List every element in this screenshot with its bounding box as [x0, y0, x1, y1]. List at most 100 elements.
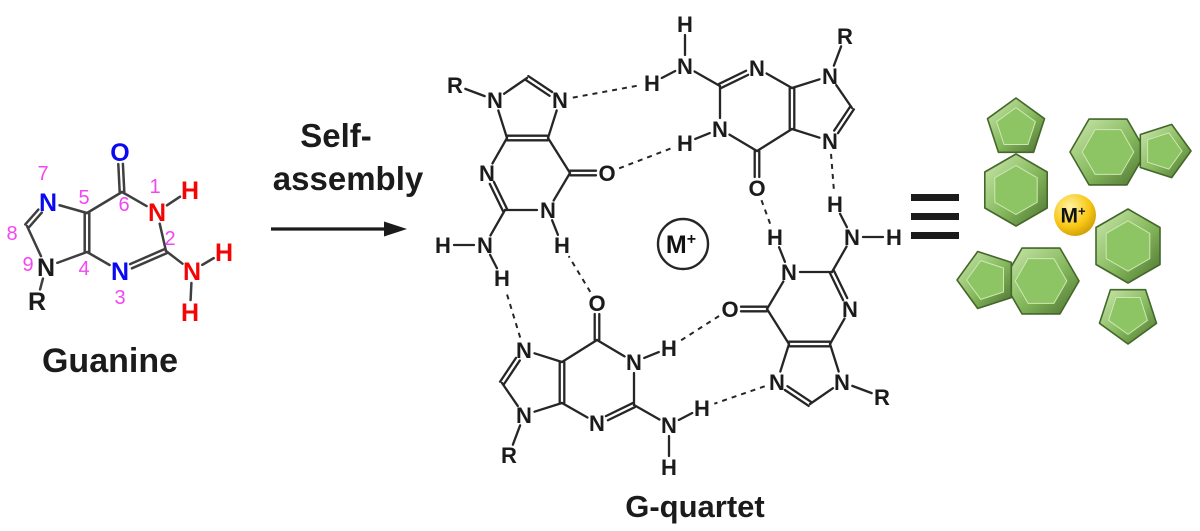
atom-label-n7: N: [39, 189, 57, 217]
bond-C2-NA: [693, 70, 722, 88]
bond-O-C6: [121, 162, 126, 194]
bond-C4-N9: [497, 109, 509, 140]
atom-label-na: N: [477, 233, 493, 258]
bond-C5-N7: [58, 204, 89, 215]
atom-label-o: O: [598, 161, 615, 186]
atom-label-r: R: [874, 385, 890, 410]
atom-label-n3: N: [589, 411, 605, 436]
atom-label-r: R: [501, 443, 517, 468]
bond-C4-N3: [491, 136, 509, 165]
atom-label-h1: H: [181, 177, 199, 205]
bond-NA-HB: [677, 411, 694, 422]
bond-N7-C5: [546, 109, 558, 140]
position-number-7: 7: [37, 163, 48, 185]
atom-label-n9: N: [834, 370, 850, 395]
bond-N3-C2: [604, 401, 635, 418]
bond-C8-N7: [833, 105, 852, 132]
atom-label-n3: N: [111, 258, 129, 286]
bond-C2-N3: [130, 251, 169, 270]
bond-N3-C2: [717, 69, 748, 86]
atom-label-na: N: [661, 413, 677, 438]
bond-N1-H1: [550, 219, 560, 236]
bond-N7-C5: [533, 352, 564, 364]
bond-C8-N7: [527, 74, 554, 94]
cartoon-unit-top-left: [983, 97, 1048, 227]
atom-label-h1: H: [554, 233, 570, 258]
atom-label-n7: N: [552, 88, 568, 113]
atom-label-n3: N: [842, 297, 858, 322]
bond-C8-N7: [498, 356, 518, 383]
bond-N7-C5: [790, 127, 821, 139]
bond-C6-N1: [120, 190, 148, 208]
atom-label-hb: H: [694, 396, 710, 421]
bond-C4-N9: [790, 78, 821, 90]
bond-C6-C5: [546, 136, 572, 175]
position-number-4: 4: [78, 258, 89, 280]
bond-R-N9: [511, 424, 522, 446]
atom-label-n1: N: [540, 198, 556, 223]
bond-N7-C5: [779, 342, 791, 373]
atom-label-n3: N: [479, 161, 495, 186]
atom-label-h1: H: [767, 225, 783, 250]
atom-label-n9: N: [487, 88, 503, 113]
bond-C8-N7: [502, 359, 521, 386]
reaction-arrow-icon: [271, 221, 407, 237]
atom-label-h1: H: [677, 131, 693, 156]
atom-label-o: O: [721, 297, 738, 322]
hydrogen-bond: [567, 255, 592, 293]
pentagon-face: [966, 260, 1004, 300]
atom-label-ha: H: [886, 225, 902, 250]
bond-N1-C6: [595, 338, 626, 358]
central-cation-badge: M+: [656, 217, 710, 271]
hydrogen-bond: [830, 153, 835, 192]
position-number-8: 8: [6, 223, 17, 245]
atom-label-ha: H: [677, 12, 693, 37]
bond-NA-HB: [838, 212, 849, 229]
pentagon-face: [996, 107, 1036, 145]
bond-N1-C6: [552, 171, 572, 202]
hexagon-face: [1081, 129, 1135, 175]
cartoon-unit-top-right: [1069, 118, 1192, 186]
bond-N7-C8: [27, 211, 44, 229]
cartoon-unit-bottom-left: [956, 247, 1080, 315]
bond-N9-C8: [808, 387, 835, 406]
atom-label-ha: H: [661, 455, 677, 480]
hexagon-face: [1105, 220, 1151, 272]
hydrogen-bond: [713, 385, 766, 405]
atom-label-n7: N: [822, 129, 838, 154]
atom-label-hb: H: [827, 192, 843, 217]
atom-label-n1: N: [148, 199, 166, 227]
position-number-9: 9: [22, 254, 33, 276]
position-number-3: 3: [114, 287, 125, 309]
bond-NA-HA: [201, 256, 215, 267]
bond-N1-H1: [777, 246, 787, 263]
bond-N3-C2: [606, 405, 637, 422]
position-number-1: 1: [149, 176, 160, 198]
bond-N9-C8: [835, 83, 854, 110]
equivalence-bar: [911, 232, 959, 239]
bond-C8-N7: [524, 78, 551, 97]
atom-label-o: O: [588, 291, 605, 316]
bond-N9-R: [38, 277, 45, 291]
atom-label-r: R: [447, 73, 463, 98]
bond-C6-C5: [765, 307, 791, 346]
hexagon-face: [994, 165, 1038, 215]
atom-label-na: N: [844, 225, 860, 250]
position-number-5: 5: [78, 187, 89, 209]
self-assembly-label-line2: assembly: [273, 160, 424, 197]
bond-C2-NA: [830, 245, 848, 274]
cation-circle: [656, 217, 710, 271]
bond-N9-C4: [56, 250, 89, 265]
atom-label-n9: N: [516, 403, 532, 428]
equivalence-icon: [911, 194, 959, 239]
bond-N1-H1: [694, 131, 711, 141]
cation-charge: +: [687, 231, 696, 248]
bond-O-C6: [117, 162, 121, 194]
